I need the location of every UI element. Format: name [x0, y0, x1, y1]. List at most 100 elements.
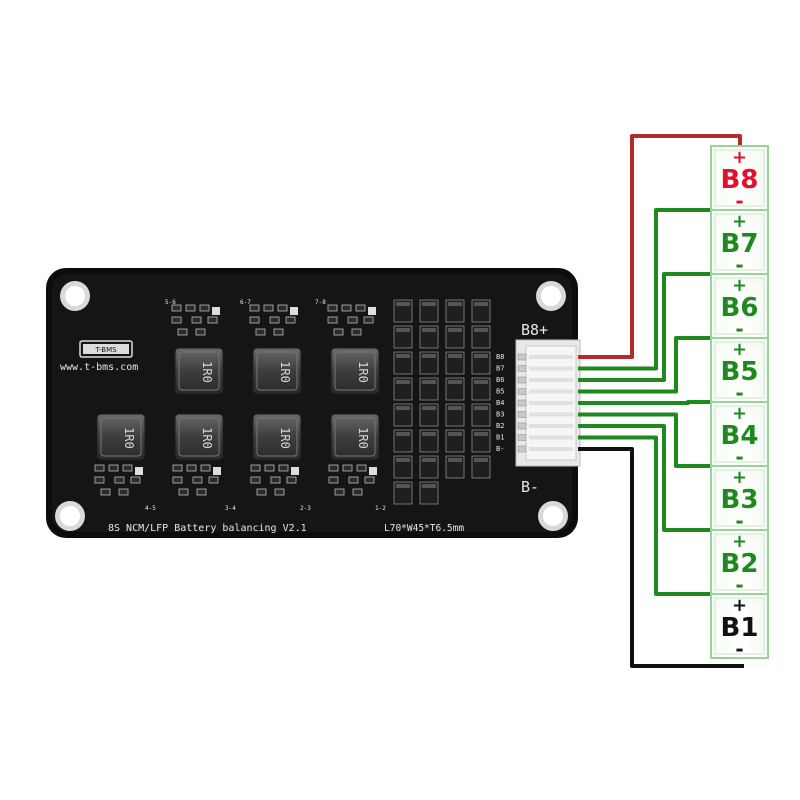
smd-pad: [213, 467, 221, 475]
diode: [393, 429, 413, 453]
diode-array: [393, 299, 491, 505]
diode: [419, 403, 439, 427]
smd-pad: [94, 464, 105, 472]
wire-balance-1: [578, 208, 740, 371]
battery-cell-b3: +B3-: [710, 465, 769, 533]
cell-plus-sign: +: [732, 403, 747, 424]
smd-pad: [328, 464, 339, 472]
mounting-hole-top-right: [536, 281, 566, 311]
smd-pad: [369, 467, 377, 475]
cell-label: B8: [721, 165, 759, 195]
cell-minus-sign: -: [735, 317, 743, 341]
wire-balance-7: [578, 435, 740, 596]
smd-pad: [196, 488, 207, 496]
smd-pad: [274, 488, 285, 496]
smd-cluster: [172, 464, 221, 496]
smd-pad: [178, 488, 189, 496]
connector-slot: [529, 378, 573, 382]
inductor: 1R0: [174, 413, 224, 461]
cell-inner: [714, 597, 765, 655]
battery-cell-b2: +B2-: [710, 529, 769, 597]
smd-pad: [348, 476, 359, 484]
smd-pad: [118, 488, 129, 496]
inductor-marking: 1R0: [278, 361, 292, 383]
smd-pad: [177, 328, 188, 336]
connector-pin: [517, 434, 527, 441]
smd-pad: [199, 304, 210, 312]
diode: [393, 455, 413, 479]
smd-pad: [130, 476, 141, 484]
diode: [471, 455, 491, 479]
smd-pad: [273, 328, 284, 336]
wire-b8-positive: [578, 134, 742, 359]
pin-label: B3: [496, 411, 504, 419]
inductor-marking: 1R0: [356, 361, 370, 383]
inductor-marking: 1R0: [122, 427, 136, 449]
smd-pad: [286, 476, 297, 484]
pin-label: B4: [496, 399, 504, 407]
cell-label: B3: [721, 485, 759, 515]
pair-label-5-6: 5-6: [165, 299, 176, 306]
smd-pad: [200, 464, 211, 472]
smd-pad: [342, 464, 353, 472]
smd-pad: [264, 464, 275, 472]
smd-pad: [250, 464, 261, 472]
cell-plus-sign: +: [732, 211, 747, 232]
brand-logo: T-BMS: [79, 340, 133, 358]
smd-cluster: [249, 304, 298, 336]
connector-slot: [529, 355, 573, 359]
smd-pad: [356, 464, 367, 472]
cell-label: B4: [721, 421, 759, 451]
pair-label-1-2: 1-2: [375, 505, 386, 512]
diode: [393, 351, 413, 375]
cell-minus-sign: -: [735, 573, 743, 597]
smd-pad: [355, 304, 366, 312]
diode: [471, 299, 491, 323]
diode: [445, 325, 465, 349]
diode: [445, 377, 465, 401]
pin-label: B1: [496, 434, 504, 442]
pin-label: B7: [496, 365, 504, 373]
battery-cell-b4: +B4-: [710, 401, 769, 469]
pair-label-3-4: 3-4: [225, 505, 236, 512]
cell-plus-sign: +: [732, 595, 747, 616]
cell-inner: [714, 405, 765, 463]
smd-pad: [291, 467, 299, 475]
inductor-marking: 1R0: [278, 427, 292, 449]
smd-pad: [191, 316, 202, 324]
smd-pad: [328, 476, 339, 484]
connector-slot: [529, 435, 573, 440]
smd-pad: [278, 464, 289, 472]
smd-pad: [255, 328, 266, 336]
pin-label: B8: [496, 353, 504, 361]
diode: [419, 299, 439, 323]
cell-body: [710, 529, 769, 595]
smd-cluster: [94, 464, 143, 496]
inductor: 1R0: [252, 413, 302, 461]
brand-url: www.t-bms.com: [60, 362, 138, 373]
cell-plus-sign: +: [732, 275, 747, 296]
pair-label-6-7: 6-7: [240, 299, 251, 306]
cell-plus-sign: +: [732, 531, 747, 552]
smd-pad: [249, 316, 260, 324]
cell-body: [710, 273, 769, 339]
cell-inner: [714, 213, 765, 271]
diode: [471, 377, 491, 401]
board-title: 8S NCM/LFP Battery balancing V2.1: [108, 523, 307, 534]
diode: [393, 325, 413, 349]
pair-label-4-5: 4-5: [145, 505, 156, 512]
inductor: 1R0: [330, 347, 380, 395]
inductor: 1R0: [96, 413, 146, 461]
smd-pad: [290, 307, 298, 315]
inductor: 1R0: [174, 347, 224, 395]
cell-minus-sign: -: [735, 637, 743, 661]
battery-cell-stack: +B8-+B7-+B6-+B5-+B4-+B3-+B2-+B1-: [710, 145, 769, 661]
smd-pad: [108, 464, 119, 472]
diode: [471, 403, 491, 427]
mounting-hole-bottom-right: [538, 501, 568, 531]
cell-plus-sign: +: [732, 467, 747, 488]
diode: [471, 429, 491, 453]
diode: [445, 403, 465, 427]
board-dimensions: L70*W45*T6.5mm: [384, 523, 464, 534]
